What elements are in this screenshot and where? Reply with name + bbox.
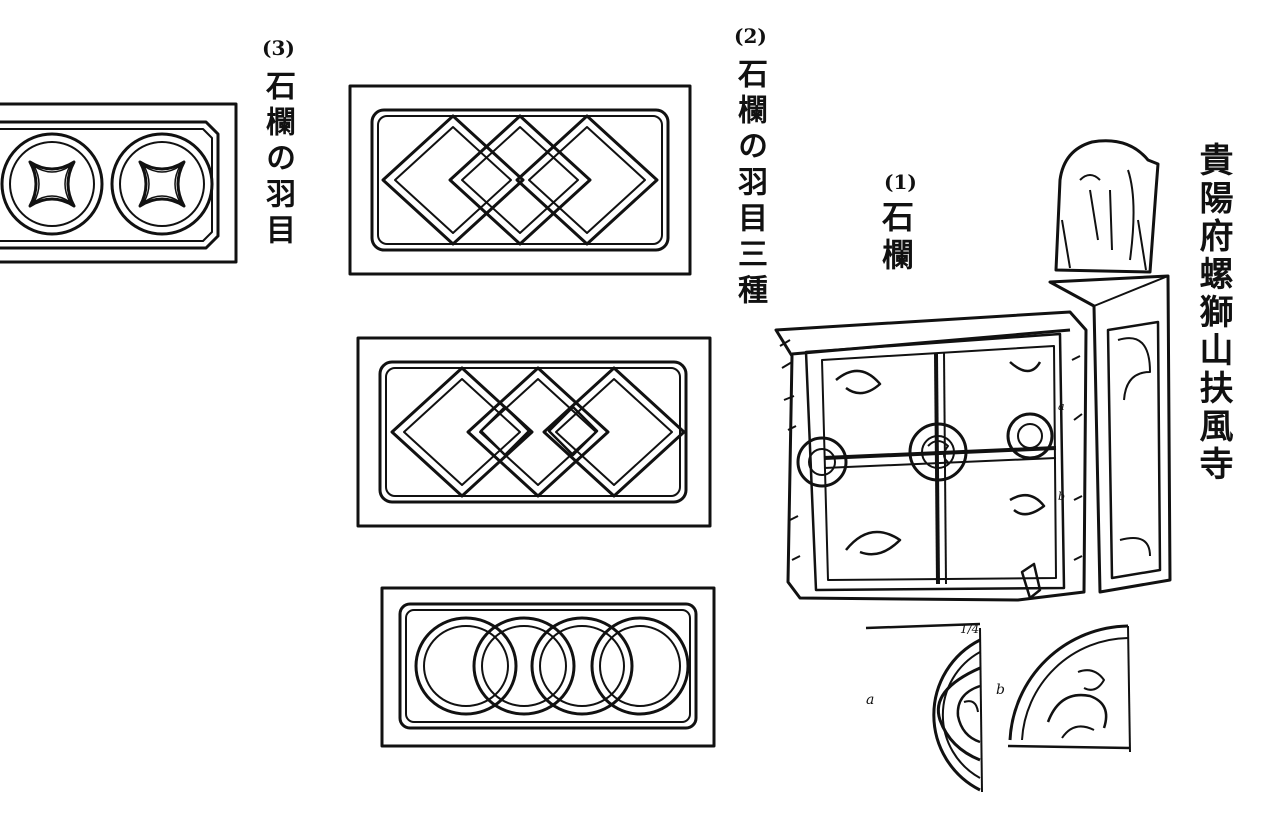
detail-scale-label: 1/4	[960, 622, 980, 636]
panel-2a-diamond-lattice	[348, 84, 692, 276]
panel-2b-diamond-knot	[356, 336, 712, 528]
detail-sketches	[865, 622, 1131, 793]
panel-3-coin-pattern	[0, 102, 238, 264]
grid-a-marker: a	[1058, 400, 1065, 413]
panel-2c-interlocking-rings	[380, 586, 716, 748]
figure-3-number: (3)	[262, 36, 295, 60]
detail-a-label: a	[866, 692, 875, 708]
detail-b-label: b	[996, 682, 1005, 698]
grid-b-marker: b	[1058, 490, 1066, 503]
temple-name-caption: 貴陽府螺獅山扶風寺	[1193, 142, 1233, 484]
figure-2-number: (2)	[734, 24, 767, 48]
figure-1-title: 石欄	[877, 200, 915, 276]
figure-1-number: (1)	[884, 170, 917, 194]
figure-1-stone-railing	[774, 139, 1172, 602]
figure-3-title: 石欄の羽目	[260, 70, 295, 250]
figure-2-title: 石欄の羽目三種	[732, 58, 767, 310]
